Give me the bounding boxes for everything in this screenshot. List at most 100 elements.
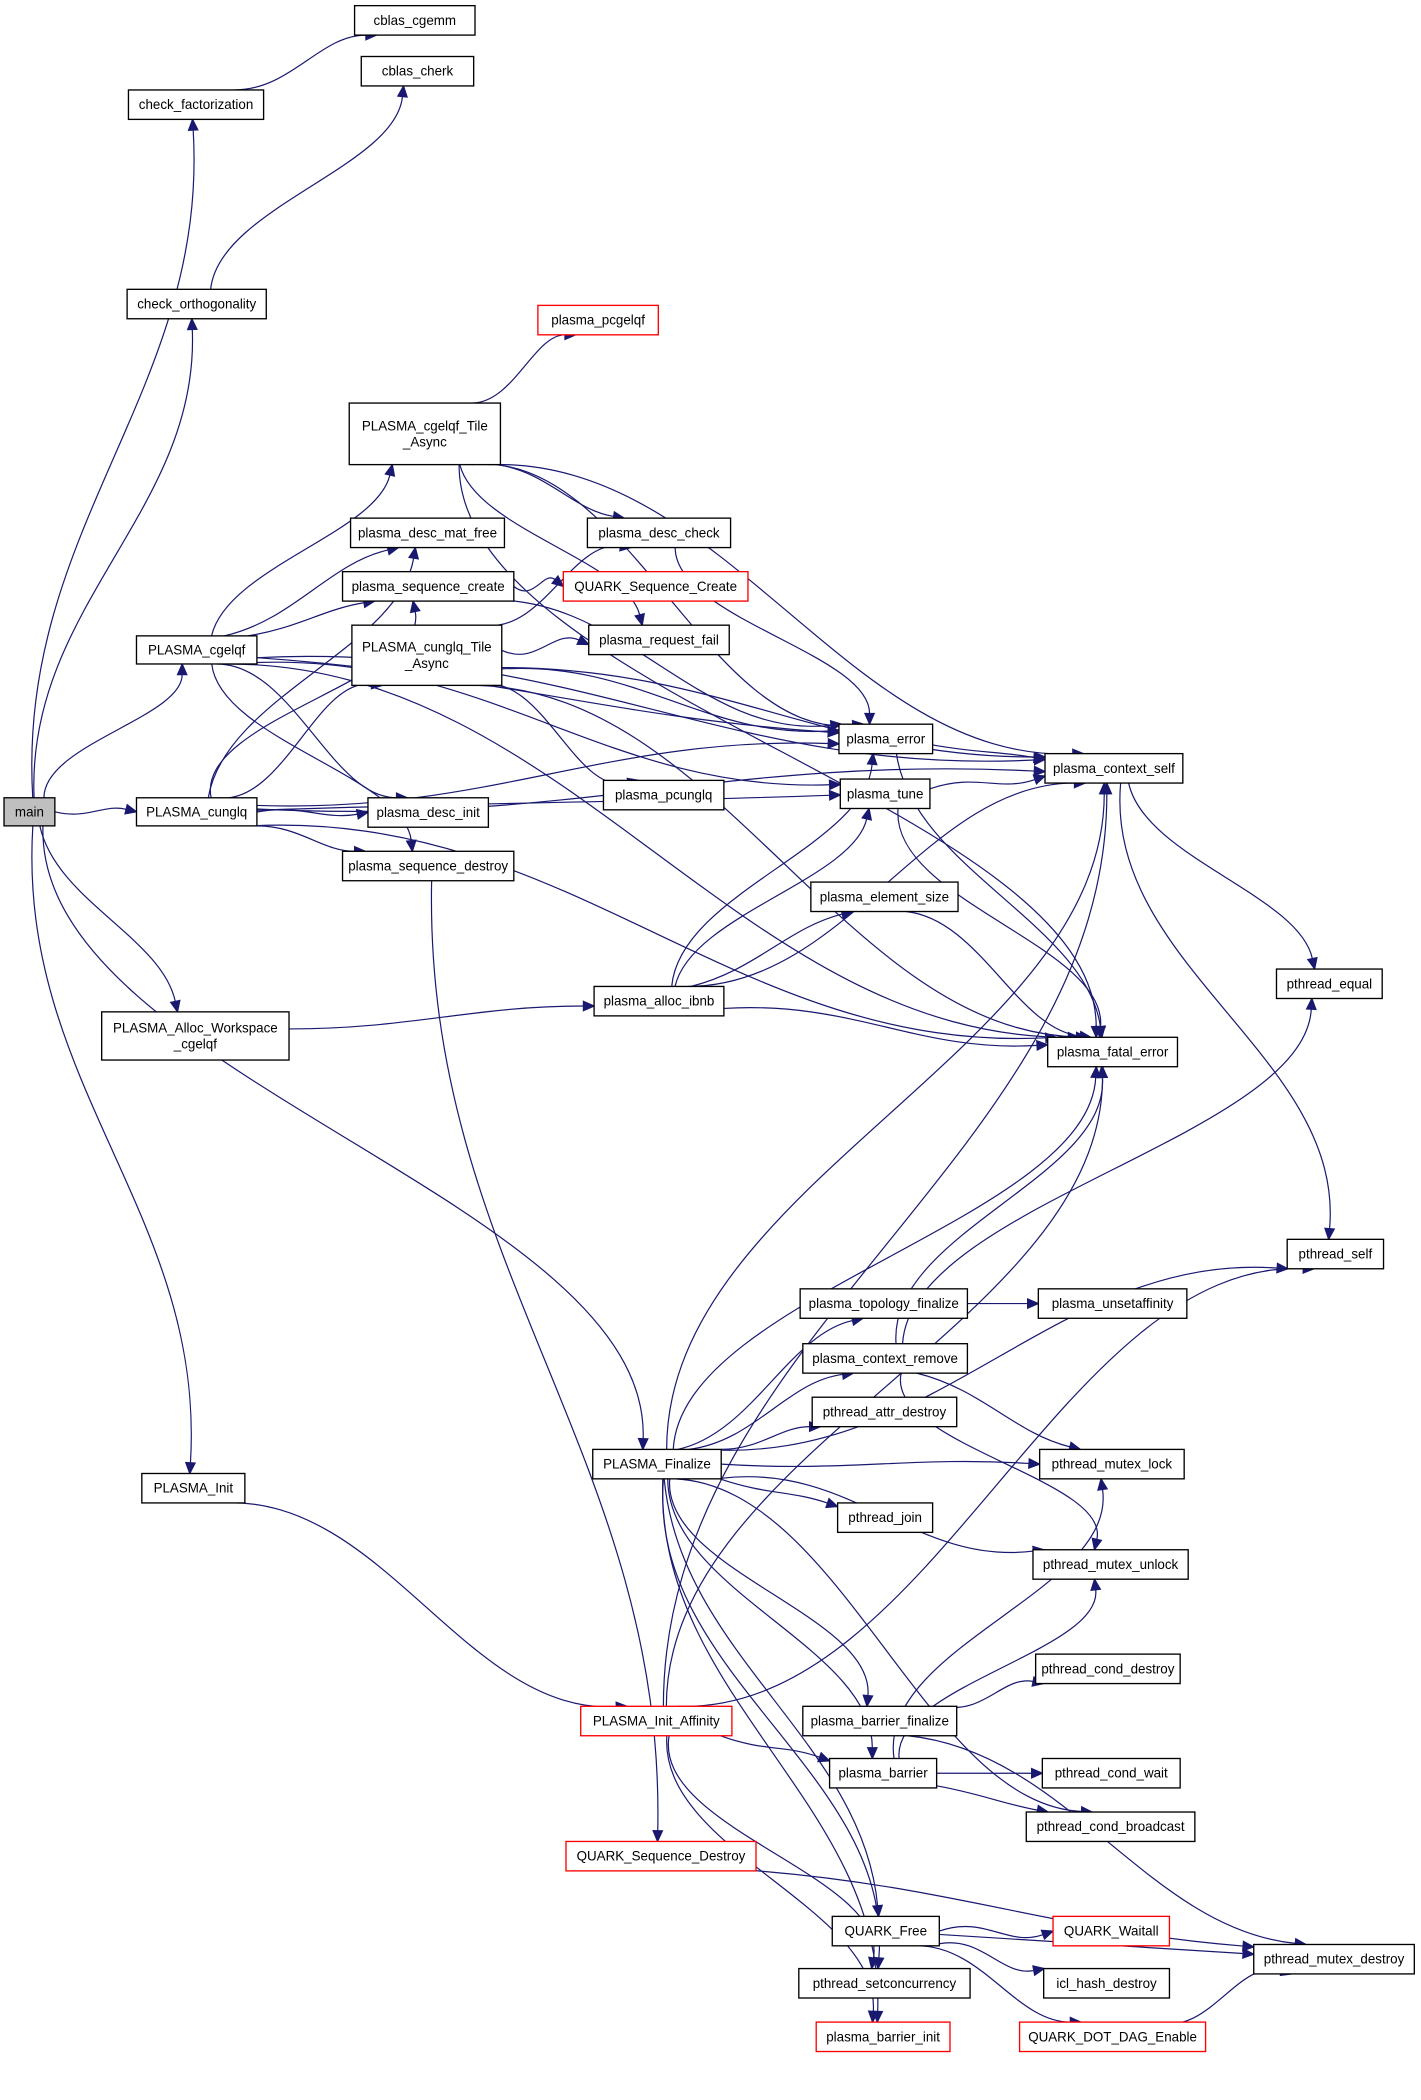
node-plasma-alloc-ibnb[interactable]: plasma_alloc_ibnb <box>593 985 725 1017</box>
edge-main-to-plasma-cunglq <box>54 807 127 815</box>
arrowhead-icon <box>1306 956 1318 971</box>
arrowhead-icon <box>1028 1457 1042 1470</box>
node-quark-sequence-destroy[interactable]: QUARK_Sequence_Destroy <box>565 1840 757 1872</box>
node-check-factorization[interactable]: check_factorization <box>127 89 265 121</box>
edge-plasma-finalize-to-plasma-topology-finalize <box>677 1319 853 1450</box>
node-plasma-cunglq-tile-async[interactable]: PLASMA_cunglq_Tile_Async <box>351 624 503 687</box>
node-plasma-init-affinity[interactable]: PLASMA_Init_Affinity <box>580 1705 733 1737</box>
node-label: plasma_barrier <box>838 1766 928 1781</box>
node-box <box>586 517 732 549</box>
node-quark-free[interactable]: QUARK_Free <box>831 1915 940 1947</box>
arrowhead-icon <box>1036 1039 1050 1052</box>
edge-plasma-cunglq-tile-async-to-plasma-error <box>501 667 829 733</box>
node-plasma-sequence-create[interactable]: plasma_sequence_create <box>341 570 515 602</box>
node-pthread-cond-broadcast[interactable]: pthread_cond_broadcast <box>1025 1811 1196 1843</box>
node-pthread-cond-wait[interactable]: pthread_cond_wait <box>1041 1757 1181 1789</box>
node-pthread-setconcurrency[interactable]: pthread_setconcurrency <box>798 1967 971 1999</box>
node-pthread-attr-destroy[interactable]: pthread_attr_destroy <box>811 1396 958 1428</box>
edge-main-to-plasma-cgelqf <box>43 674 183 798</box>
node-box <box>802 1343 969 1374</box>
node-label: main <box>15 804 44 819</box>
edge-plasma-cunglq-tile-async-to-plasma-fatal-error <box>478 684 1077 1038</box>
node-pthread-join[interactable]: pthread_join <box>836 1502 934 1534</box>
node-label: plasma_element_size <box>820 889 949 904</box>
edge-plasma-cunglq-to-plasma-tune <box>256 794 830 811</box>
node-box <box>1286 1238 1385 1270</box>
node-pthread-self[interactable]: pthread_self <box>1286 1238 1385 1270</box>
node-plasma-barrier-finalize[interactable]: plasma_barrier_finalize <box>802 1705 958 1737</box>
arrowhead-icon <box>169 999 181 1014</box>
node-plasma-finalize[interactable]: PLASMA_Finalize <box>592 1448 722 1480</box>
node-box <box>580 1705 733 1737</box>
node-plasma-context-remove[interactable]: plasma_context_remove <box>802 1343 969 1374</box>
node-check-orthogonality[interactable]: check_orthogonality <box>126 288 267 320</box>
node-label: PLASMA_Init <box>154 1481 234 1496</box>
node-plasma-barrier-init[interactable]: plasma_barrier_init <box>815 2021 951 2053</box>
node-label: plasma_fatal_error <box>1057 1045 1169 1060</box>
node-plasma-context-self[interactable]: plasma_context_self <box>1044 752 1184 784</box>
node-label: cblas_cherk <box>382 64 454 79</box>
node-cblas-cherk[interactable]: cblas_cherk <box>360 55 475 87</box>
node-label: plasma_tune <box>847 786 924 801</box>
node-pthread-mutex-lock[interactable]: pthread_mutex_lock <box>1038 1448 1185 1480</box>
node-cblas-cgemm[interactable]: cblas_cgemm <box>353 4 476 36</box>
node-plasma-desc-check[interactable]: plasma_desc_check <box>586 517 732 549</box>
node-plasma-desc-mat-free[interactable]: plasma_desc_mat_free <box>349 517 506 549</box>
node-pthread-cond-destroy[interactable]: pthread_cond_destroy <box>1034 1653 1181 1685</box>
node-quark-dot-dag-enable[interactable]: QUARK_DOT_DAG_Enable <box>1018 2021 1207 2053</box>
node-plasma-alloc-workspace-cgelqf[interactable]: PLASMA_Alloc_Workspace_cgelqf <box>101 1011 290 1061</box>
node-plasma-sequence-destroy[interactable]: plasma_sequence_destroy <box>341 850 515 882</box>
arrowhead-icon <box>396 84 408 98</box>
edge-plasma-cunglq-tile-async-to-plasma-request-fail <box>501 637 580 655</box>
node-label: pthread_join <box>848 1510 922 1525</box>
node-plasma-error[interactable]: plasma_error <box>838 723 934 755</box>
node-box <box>588 624 730 656</box>
node-label: PLASMA_cunglq <box>146 804 247 819</box>
node-plasma-unsetaffinity[interactable]: plasma_unsetaffinity <box>1037 1288 1188 1319</box>
node-pthread-mutex-unlock[interactable]: pthread_mutex_unlock <box>1032 1549 1189 1580</box>
node-plasma-cgelqf[interactable]: PLASMA_cgelqf <box>135 635 258 665</box>
node-pthread-mutex-destroy[interactable]: pthread_mutex_destroy <box>1253 1943 1415 1975</box>
node-plasma-init[interactable]: PLASMA_Init <box>141 1472 246 1504</box>
node-box <box>360 55 475 87</box>
arrowhead-icon <box>551 574 565 588</box>
node-plasma-request-fail[interactable]: plasma_request_fail <box>588 624 730 656</box>
node-quark-waitall[interactable]: QUARK_Waitall <box>1052 1915 1171 1947</box>
node-plasma-cunglq[interactable]: PLASMA_cunglq <box>135 797 258 827</box>
node-box <box>828 1757 938 1789</box>
arrowhead-icon <box>828 779 842 791</box>
edge-plasma-barrier-finalize-to-pthread-cond-destroy <box>943 1680 1034 1709</box>
node-box <box>135 635 258 665</box>
node-label: plasma_barrier_finalize <box>811 1714 949 1729</box>
edge-plasma-finalize-to-pthread-self <box>704 1266 1278 1451</box>
node-icl-hash-destroy[interactable]: icl_hash_destroy <box>1043 1967 1171 1999</box>
arrowhead-icon <box>405 839 417 853</box>
node-plasma-topology-finalize[interactable]: plasma_topology_finalize <box>799 1288 969 1319</box>
node-main[interactable]: main <box>3 797 56 827</box>
edge-plasma-alloc-ibnb-to-plasma-element-size <box>690 913 843 988</box>
node-plasma-tune[interactable]: plasma_tune <box>839 778 931 810</box>
node-plasma-desc-init[interactable]: plasma_desc_init <box>367 797 490 828</box>
node-pthread-equal[interactable]: pthread_equal <box>1275 968 1383 1000</box>
edge-plasma-cgelqf-tile-async-to-plasma-context-self <box>488 463 1073 755</box>
node-label: QUARK_Free <box>845 1924 928 1939</box>
node-box <box>798 1967 971 1999</box>
node-plasma-pcgelqf[interactable]: plasma_pcgelqf <box>537 304 659 336</box>
edge-plasma-alloc-workspace-cgelqf-to-plasma-alloc-ibnb <box>289 1005 584 1030</box>
node-box <box>815 2021 951 2053</box>
node-box <box>1253 1943 1415 1975</box>
arrowhead-icon <box>829 719 844 731</box>
node-label: check_factorization <box>139 97 254 112</box>
edge-plasma-cgelqf-to-plasma-cgelqf-tile-async <box>210 474 391 637</box>
edge-plasma-tune-to-plasma-context-self <box>929 778 1036 790</box>
node-plasma-pcunglq[interactable]: plasma_pcunglq <box>602 779 725 811</box>
node-label: pthread_setconcurrency <box>813 1976 957 1991</box>
node-plasma-barrier[interactable]: plasma_barrier <box>828 1757 938 1789</box>
node-quark-sequence-create[interactable]: QUARK_Sequence_Create <box>562 570 749 602</box>
node-plasma-cgelqf-tile-async[interactable]: PLASMA_cgelqf_Tile_Async <box>348 402 502 466</box>
node-plasma-element-size[interactable]: plasma_element_size <box>810 881 959 913</box>
node-plasma-fatal-error[interactable]: plasma_fatal_error <box>1047 1036 1179 1068</box>
edge-plasma-sequence-create-to-quark-sequence-create <box>513 577 556 592</box>
node-box <box>1043 1967 1171 1999</box>
